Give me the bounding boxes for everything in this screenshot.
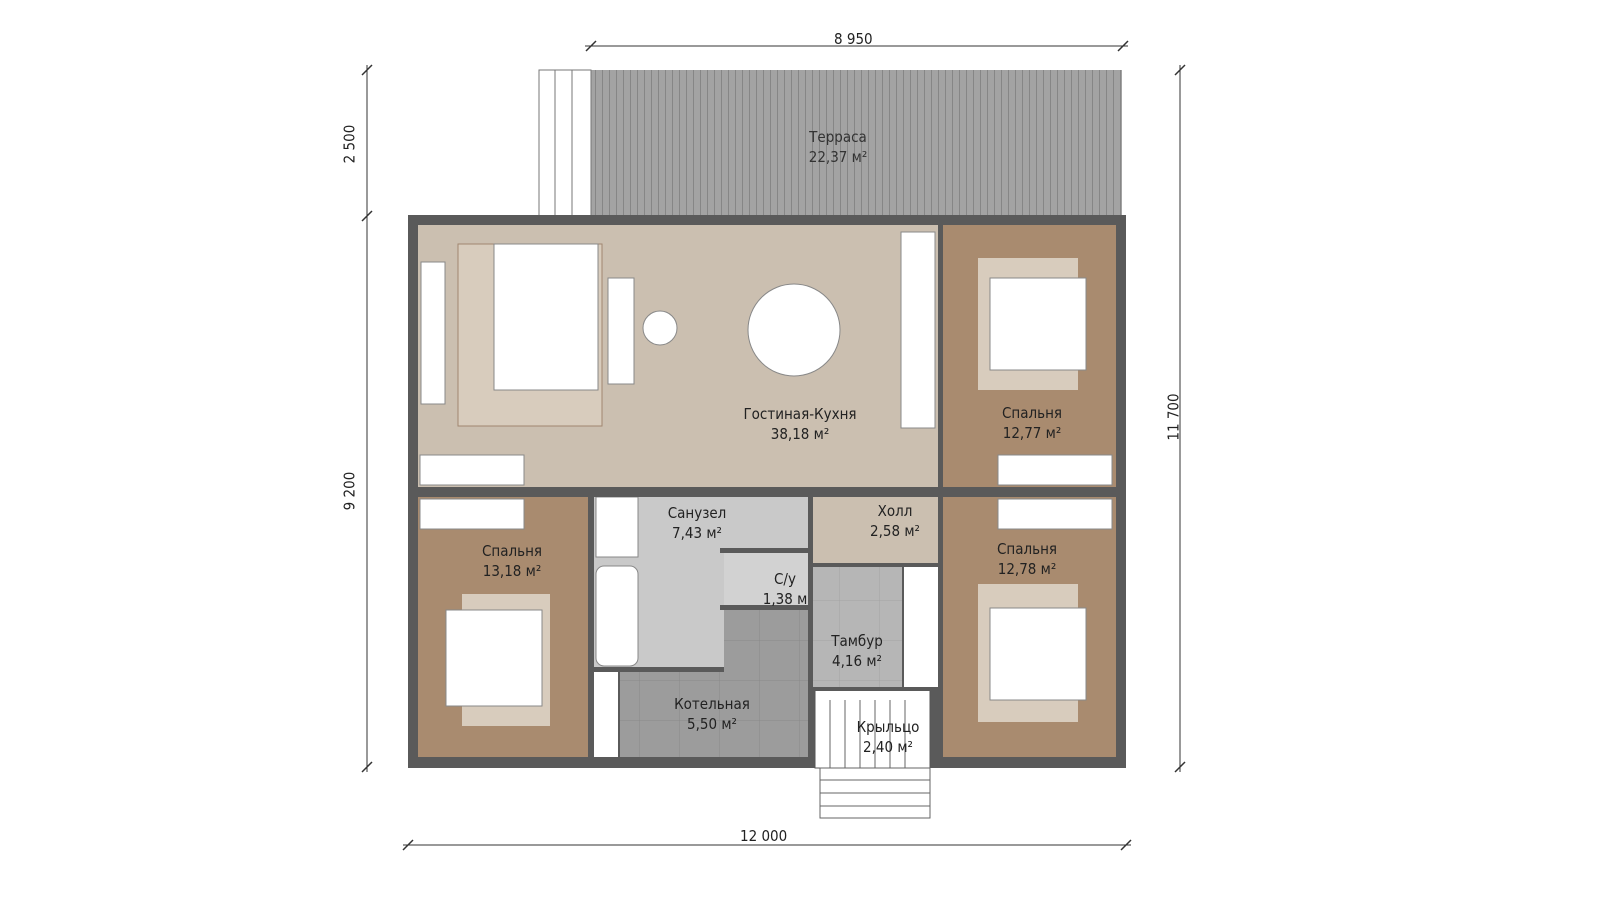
room-area: 7,43 м² xyxy=(672,524,722,542)
room-boiler: Котельная 5,50 м² xyxy=(674,694,750,734)
room-name: Тамбур xyxy=(831,632,883,650)
room-area: 2,58 м² xyxy=(870,522,920,540)
room-name: Крыльцо xyxy=(856,718,920,736)
room-area: 4,16 м² xyxy=(832,652,882,670)
dim-bottom: 12 000 xyxy=(740,827,788,845)
bed-w xyxy=(445,609,543,707)
room-area: 22,37 м² xyxy=(808,148,868,166)
dim-top: 8 950 xyxy=(834,30,873,48)
room-name: Санузел xyxy=(667,504,727,522)
room-hall: Холл 2,58 м² xyxy=(870,501,920,541)
terrace-stairs xyxy=(538,69,592,217)
room-wc: С/у 1,38 м xyxy=(763,569,808,609)
room-terrace: Терраса 22,37 м² xyxy=(809,127,868,167)
dim-right: 11 700 xyxy=(1164,393,1183,441)
room-area: 2,40 м² xyxy=(863,738,913,756)
room-name: С/у xyxy=(774,570,796,588)
room-vestibule: Тамбур 4,16 м² xyxy=(831,631,883,671)
room-bathroom: Санузел 7,43 м² xyxy=(668,503,727,543)
room-area: 1,38 м xyxy=(762,590,808,608)
bed-se xyxy=(989,607,1087,701)
bathtub xyxy=(595,565,639,667)
room-name: Холл xyxy=(877,502,913,520)
bed-ne xyxy=(989,277,1087,371)
room-living-kitchen: Гостиная-Кухня 38,18 м² xyxy=(743,404,856,444)
room-bedroom-se: Спальня 12,78 м² xyxy=(997,539,1057,579)
room-area: 12,77 м² xyxy=(1002,424,1062,442)
closet xyxy=(904,567,938,687)
dim-left-upper: 2 500 xyxy=(340,124,359,164)
dim-left-lower: 9 200 xyxy=(340,471,359,511)
room-name: Спальня xyxy=(481,542,543,560)
hall-floor xyxy=(812,497,938,563)
vestibule-floor xyxy=(812,567,902,687)
room-bedroom-ne: Спальня 12,77 м² xyxy=(1002,403,1062,443)
sofa xyxy=(493,243,599,391)
room-area: 13,18 м² xyxy=(482,562,542,580)
room-porch: Крыльцо 2,40 м² xyxy=(857,717,920,757)
room-bedroom-w: Спальня 13,18 м² xyxy=(482,541,542,581)
dining-table xyxy=(747,283,841,377)
room-area: 12,78 м² xyxy=(997,560,1057,578)
room-name: Котельная xyxy=(674,695,750,713)
room-name: Спальня xyxy=(1001,404,1063,422)
room-name: Терраса xyxy=(809,128,867,146)
room-area: 38,18 м² xyxy=(770,425,830,443)
wc-floor xyxy=(724,553,808,605)
room-area: 5,50 м² xyxy=(687,715,737,733)
porch-steps xyxy=(819,767,931,819)
room-name: Гостиная-Кухня xyxy=(743,405,857,423)
kitchen-counter xyxy=(900,231,936,429)
terrace-deck xyxy=(591,70,1122,216)
boiler-floor xyxy=(620,672,808,757)
room-name: Спальня xyxy=(996,540,1058,558)
